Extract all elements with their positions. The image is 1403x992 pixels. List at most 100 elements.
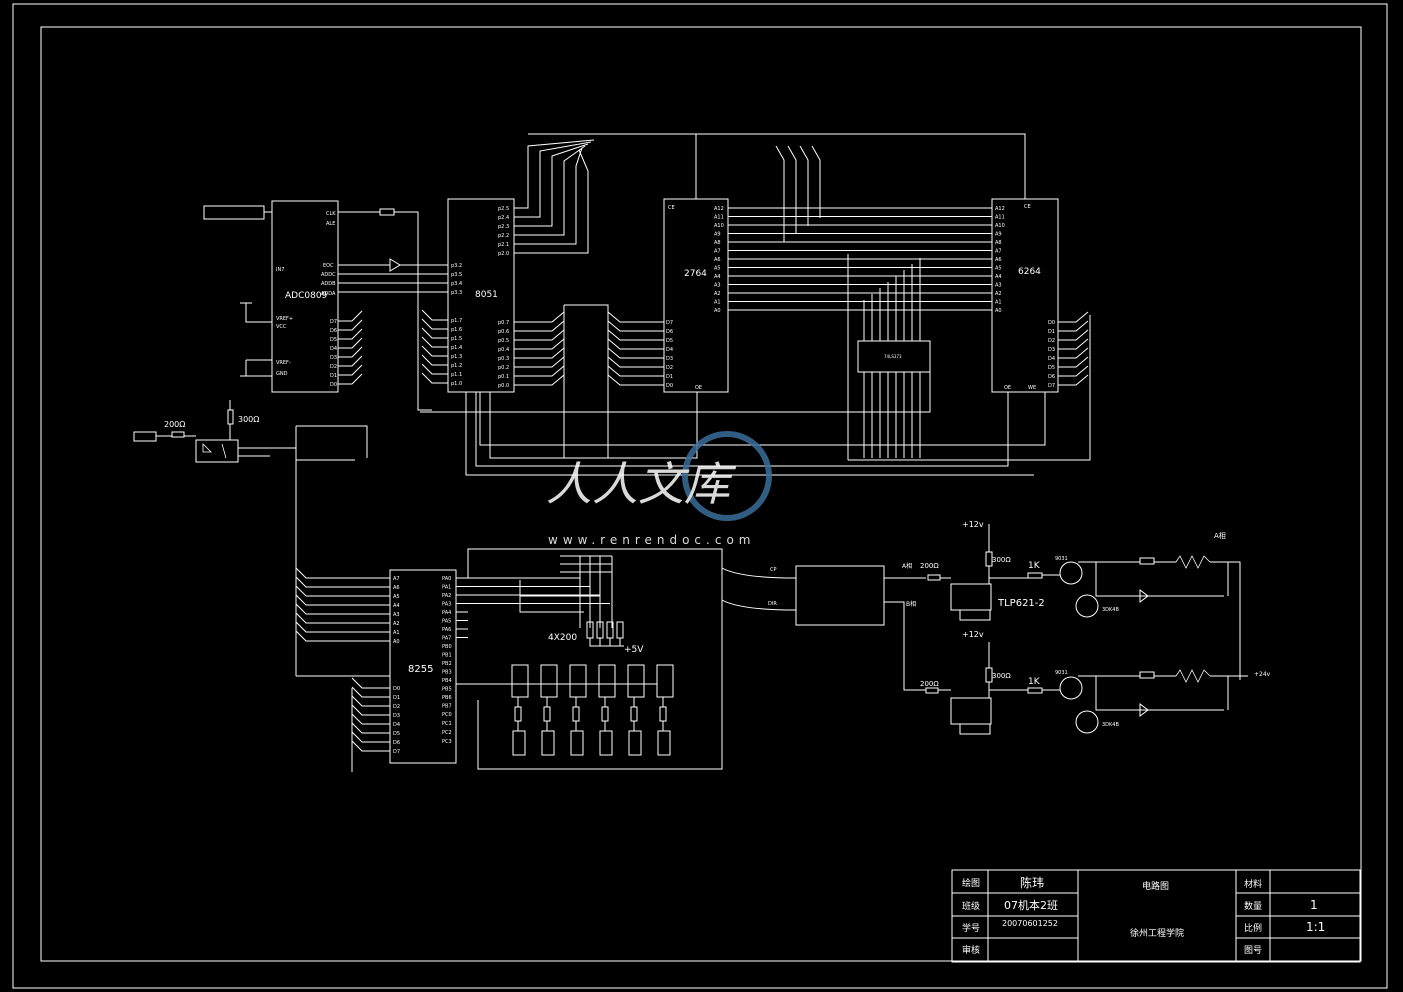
p2-wire xyxy=(514,149,589,254)
adc-pin-addb: ADDB xyxy=(321,281,336,287)
mcu-p0-pin: p0.3 xyxy=(498,356,509,362)
mcu-p2-pin: p2.2 xyxy=(498,233,509,239)
ppi-pb-pin: PB2 xyxy=(442,661,452,667)
sram-data-wire xyxy=(1058,374,1089,386)
sram-data-wire xyxy=(1058,365,1089,377)
ppi-addr-wire xyxy=(295,630,390,642)
eprom-data-wire xyxy=(607,338,664,350)
eprom-addr-pin: A2 xyxy=(714,291,721,297)
watermark: 人人文库 www.renrendoc.com xyxy=(546,431,772,547)
mcu-p1-pin: p1.1 xyxy=(451,372,462,378)
drawn-label: 绘图 xyxy=(962,877,980,889)
address-bus-lines xyxy=(728,145,992,458)
eprom-data-wire xyxy=(607,347,664,359)
sram-addr-pin: A8 xyxy=(995,240,1002,246)
adc-pin-gnd: GND xyxy=(276,371,288,377)
plus24v-label: +24v xyxy=(1254,671,1271,678)
segment-resistor xyxy=(659,706,667,722)
driver-stage-a: A相 B相 200Ω TLP621-2 +12v 300Ω 1K 9031 3D… xyxy=(902,520,1241,680)
sram-data-pin: D6 xyxy=(1048,374,1055,380)
r300-bot-label: 300Ω xyxy=(992,672,1011,680)
2764-chip: 2764 CE OE A12A11A10A9A8A7A6A5A4A3A2A1A0… xyxy=(663,198,729,393)
ppi-addr-pin: A6 xyxy=(393,585,400,591)
segment-resistor xyxy=(601,706,609,722)
eprom-addr-pin: A9 xyxy=(714,232,721,238)
resistor-array-label: 4X200 xyxy=(548,633,577,643)
ppi-pb-pin: PB7 xyxy=(442,704,452,710)
plus5v-label: +5V xyxy=(624,645,644,655)
input-signal-box xyxy=(133,431,157,442)
segment-resistor xyxy=(543,706,551,722)
eprom-data-pin: D5 xyxy=(666,338,673,344)
driver-buffer xyxy=(540,664,558,698)
ppi-data-wire xyxy=(351,713,390,725)
q-top-label: 9031 xyxy=(1055,556,1068,562)
ppi-addr-pin: A7 xyxy=(393,576,400,582)
eprom-pin-ce: CE xyxy=(668,205,675,211)
p2-drop-wire xyxy=(799,145,809,226)
ppi-pb-pin: PB3 xyxy=(442,670,452,676)
data-bus-lines xyxy=(514,311,664,386)
p0-wire xyxy=(514,347,565,359)
ppi-pb-pin: PB0 xyxy=(442,644,452,650)
ppi-pa-pin: PA3 xyxy=(442,602,451,608)
ppi-pa-pin: PA0 xyxy=(442,576,451,582)
seven-segment-digit xyxy=(541,730,555,756)
ppi-addr-pin: A5 xyxy=(393,594,400,600)
sram-addr-pin: A12 xyxy=(995,206,1005,212)
mcu-p0-pin: p0.7 xyxy=(498,320,509,326)
mcu-p0-pins: p0.7p0.6p0.5p0.4p0.3p0.2p0.1p0.0 xyxy=(498,320,509,389)
id-label: 学号 xyxy=(962,922,980,934)
sram-data-wire xyxy=(1058,356,1089,368)
dir-label: DIR xyxy=(768,601,777,607)
driver-buffer xyxy=(627,664,645,698)
ppi-addr-wire xyxy=(295,603,390,615)
adc-data-wire xyxy=(338,355,363,367)
driver-buffer xyxy=(656,664,674,698)
sram-pin-oe: OE xyxy=(1004,385,1011,391)
ppi-chip-label: 8255 xyxy=(408,664,433,675)
ppi-data-pin: D4 xyxy=(393,722,400,728)
mcu-p1-wire xyxy=(421,318,448,330)
sram-data-pin: D0 xyxy=(1048,320,1055,326)
sram-data-wire xyxy=(1058,347,1089,359)
sram-addr-pin: A0 xyxy=(995,308,1002,314)
sram-addr-pin: A9 xyxy=(995,232,1002,238)
eprom-data-pin: D7 xyxy=(666,320,673,326)
input-optocoupler: 200Ω 300Ω xyxy=(133,400,297,676)
p2-address-bus xyxy=(514,139,595,254)
adc-data-pin: D1 xyxy=(330,373,337,379)
mcu-p2-pin: p2.5 xyxy=(498,206,509,212)
p0-wire xyxy=(514,329,565,341)
input-resistor-200 xyxy=(171,431,185,438)
mcu-p1-wire xyxy=(421,327,448,339)
eprom-data-wire xyxy=(607,329,664,341)
ppi-addr-wire xyxy=(295,567,390,579)
p2-wire xyxy=(514,147,583,245)
adc-data-wire xyxy=(338,373,363,385)
cp-label: CP xyxy=(770,567,777,573)
mcu-p0-pin: p0.0 xyxy=(498,383,509,389)
ppi-pc-pin: PC0 xyxy=(442,712,452,718)
seven-segment-displays xyxy=(456,664,674,756)
mcu-p3-pin: p3.5 xyxy=(451,272,462,278)
mcu-p1-wire xyxy=(421,345,448,357)
sram-data-pin: D1 xyxy=(1048,329,1055,335)
inner-border xyxy=(40,26,1362,962)
seven-segment-digit xyxy=(628,730,642,756)
eprom-pin-oe: OE xyxy=(695,385,702,391)
drawing-title: 电路图 xyxy=(1142,880,1169,892)
ppi-pc-pin: PC1 xyxy=(442,721,452,727)
adc-data-pin: D4 xyxy=(330,346,337,352)
ppi-data-wire xyxy=(351,686,390,698)
adc-data-wire xyxy=(338,310,363,322)
mcu-p1-wire xyxy=(421,309,448,321)
mcu-p1-pin: p1.5 xyxy=(451,336,462,342)
sram-data-wire xyxy=(1058,338,1089,350)
mcu-p2-pin: p2.4 xyxy=(498,215,509,221)
ppi-data-pin: D3 xyxy=(393,713,400,719)
